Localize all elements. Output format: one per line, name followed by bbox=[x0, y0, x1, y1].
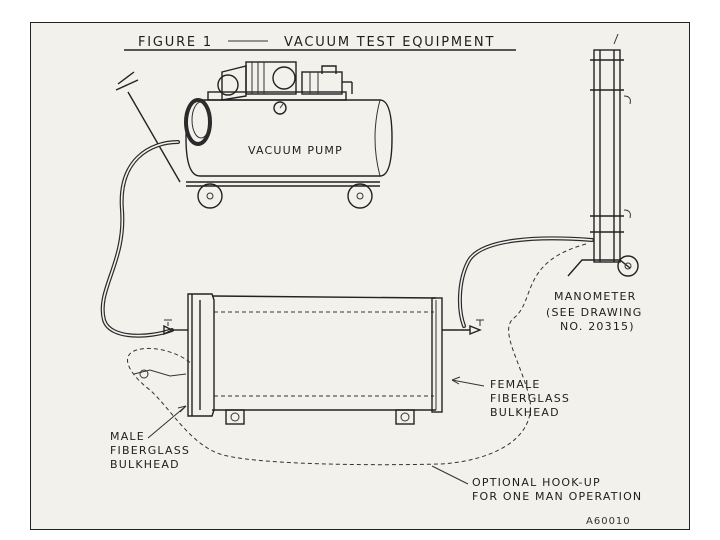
vacuum-pump: VACUUM PUMP bbox=[115, 61, 393, 209]
hose-pump-to-tank bbox=[100, 140, 180, 338]
figure-code: A60010 bbox=[586, 516, 631, 527]
optional-leader bbox=[431, 465, 469, 485]
male-label-3: BULKHEAD bbox=[110, 458, 180, 471]
female-label-1: FEMALE bbox=[490, 378, 541, 391]
manometer-base bbox=[567, 259, 631, 277]
pump-wheel-right bbox=[347, 183, 373, 209]
male-bulkhead bbox=[187, 293, 215, 417]
optional-label-1: OPTIONAL HOOK-UP bbox=[472, 476, 601, 489]
optional-hookup-path bbox=[127, 243, 587, 466]
figure-title-right: VACUUM TEST EQUIPMENT bbox=[284, 35, 495, 50]
manometer-ref-1: (SEE DRAWING bbox=[546, 306, 643, 319]
pump-wheel-left bbox=[197, 183, 223, 209]
manometer-label: MANOMETER bbox=[554, 290, 636, 303]
pump-saddle bbox=[207, 91, 347, 101]
male-label-2: FIBERGLASS bbox=[110, 444, 190, 457]
male-label-1: MALE bbox=[110, 430, 145, 443]
manometer: MANOMETER (SEE DRAWING NO. 20315) bbox=[546, 33, 643, 333]
motor-end bbox=[272, 66, 296, 90]
manometer-wheel bbox=[617, 255, 639, 277]
tank-top-edge bbox=[211, 295, 437, 299]
optional-label-2: FOR ONE MAN OPERATION bbox=[472, 490, 642, 503]
compressor-head bbox=[301, 71, 343, 95]
female-label-2: FIBERGLASS bbox=[490, 392, 570, 405]
belt-guard bbox=[221, 65, 247, 101]
vacuum-pump-label: VACUUM PUMP bbox=[248, 144, 343, 157]
male-leader bbox=[147, 405, 187, 439]
diagram-sheet bbox=[30, 22, 690, 530]
pressure-gauge-icon bbox=[273, 101, 287, 115]
test-tank bbox=[133, 293, 484, 425]
pump-handle bbox=[127, 91, 181, 183]
female-label-3: BULKHEAD bbox=[490, 406, 560, 419]
tank-stand-right bbox=[395, 409, 415, 425]
manometer-ref-2: NO. 20315) bbox=[560, 320, 635, 333]
valve-right-icon bbox=[469, 324, 482, 336]
female-bulkhead bbox=[431, 297, 443, 413]
manometer-board bbox=[593, 49, 621, 263]
optional-fitting bbox=[133, 369, 187, 377]
tank-stand-left bbox=[225, 409, 245, 425]
pulley bbox=[217, 74, 239, 96]
pump-tank bbox=[185, 99, 393, 177]
pump-motor bbox=[245, 61, 297, 95]
female-leader bbox=[451, 379, 485, 387]
figure-title-left: FIGURE 1 bbox=[138, 35, 213, 50]
valve-left-icon bbox=[163, 324, 174, 336]
